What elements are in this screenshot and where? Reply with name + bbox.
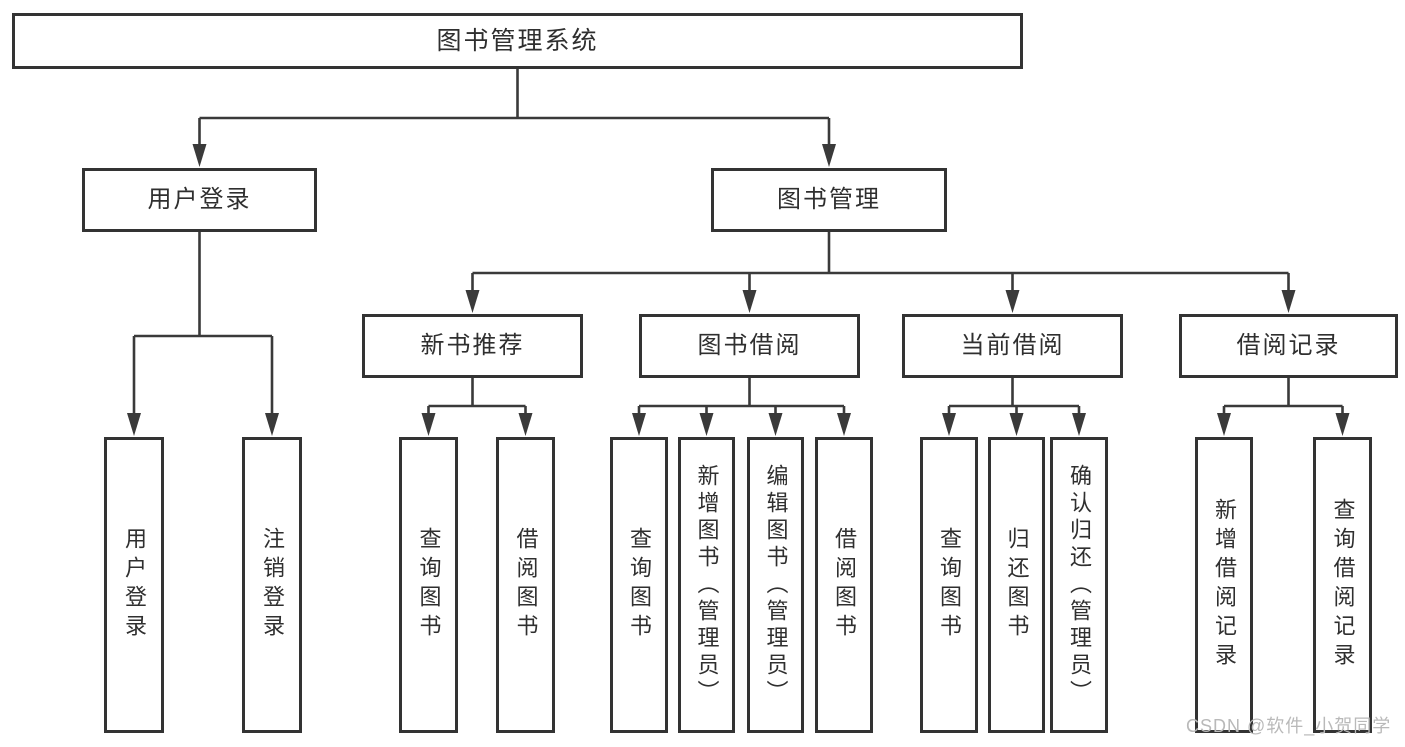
node-confirm-return-admin: 确认归还（管理员） bbox=[1050, 437, 1108, 733]
node-borrow-books: 借阅图书 bbox=[815, 437, 873, 733]
node-user-login: 用户登录 bbox=[104, 437, 164, 733]
node-book-borrow: 图书借阅 bbox=[639, 314, 860, 378]
node-return-books: 归还图书 bbox=[988, 437, 1045, 733]
node-add-borrow-record: 新增借阅记录 bbox=[1195, 437, 1253, 733]
csdn-watermark: CSDN @软件_小贺同学 bbox=[1186, 716, 1392, 736]
node-query-books-borrow: 查询图书 bbox=[610, 437, 668, 733]
node-library-system: 图书管理系统 bbox=[12, 13, 1023, 69]
node-borrow-records: 借阅记录 bbox=[1179, 314, 1398, 378]
node-query-borrow-record: 查询借阅记录 bbox=[1313, 437, 1372, 733]
node-borrow-books-rec: 借阅图书 bbox=[496, 437, 555, 733]
node-new-book-recommend: 新书推荐 bbox=[362, 314, 583, 378]
node-edit-book-admin: 编辑图书（管理员） bbox=[747, 437, 804, 733]
node-query-books-rec: 查询图书 bbox=[399, 437, 458, 733]
node-user-login-group: 用户登录 bbox=[82, 168, 317, 232]
node-logout: 注销登录 bbox=[242, 437, 302, 733]
node-current-borrow: 当前借阅 bbox=[902, 314, 1123, 378]
node-add-book-admin: 新增图书（管理员） bbox=[678, 437, 735, 733]
node-book-management: 图书管理 bbox=[711, 168, 947, 232]
node-query-books-current: 查询图书 bbox=[920, 437, 978, 733]
